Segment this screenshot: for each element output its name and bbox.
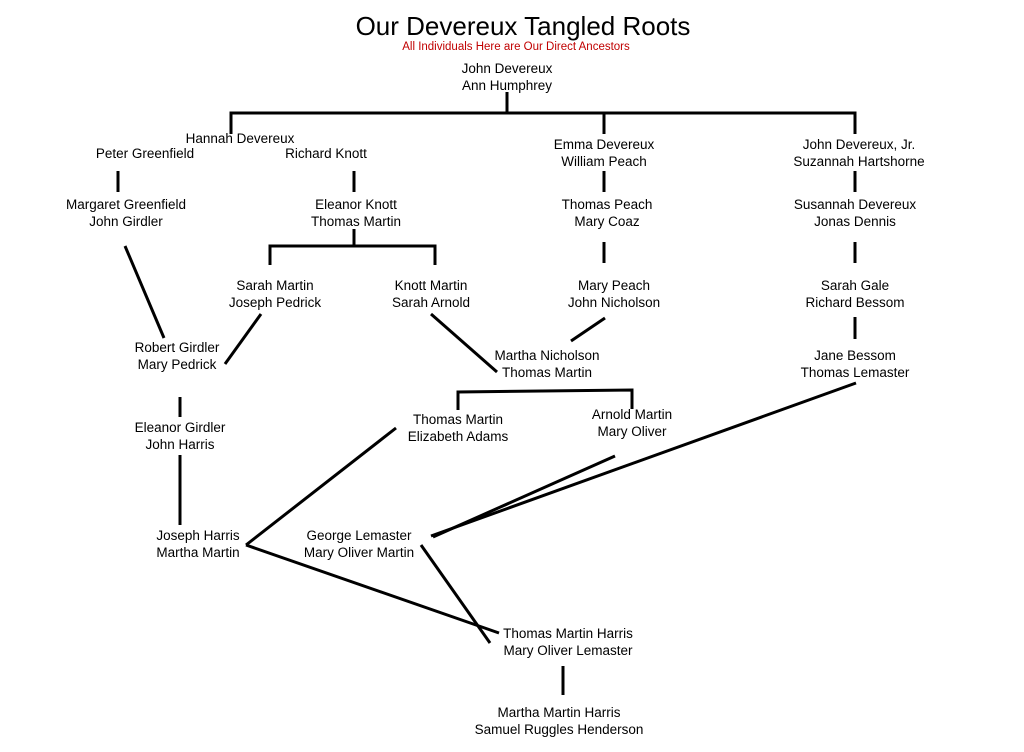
spouse-name: Mary Oliver Lemaster <box>503 643 633 658</box>
spouse-name: Elizabeth Adams <box>407 429 509 444</box>
person-name: Knott Martin <box>394 278 468 293</box>
spouse-name: William Peach <box>561 154 647 169</box>
spouse-name: Mary Oliver Martin <box>303 545 415 560</box>
person-name: Mary Peach <box>577 278 651 293</box>
connector-line <box>123 245 166 339</box>
person-name: Sarah Gale <box>820 278 890 293</box>
spouse-name: Joseph Pedrick <box>228 295 322 310</box>
person-name: Richard Knott <box>285 146 367 161</box>
spouse-name: Mary Oliver <box>597 424 667 439</box>
couple-george-lemaster[interactable]: George Lemaster Mary Oliver Martin <box>304 527 414 561</box>
person-name: Thomas Peach <box>561 197 653 212</box>
connector-bracket <box>268 244 437 265</box>
couple-sarah-gale[interactable]: Sarah Gale Richard Bessom <box>805 277 904 311</box>
person-hannah-devereux[interactable]: Hannah Devereux <box>186 130 295 147</box>
couple-john-devereux-jr[interactable]: John Devereux, Jr. Suzannah Hartshorne <box>793 136 924 170</box>
couple-knott-martin[interactable]: Knott Martin Sarah Arnold <box>392 277 470 311</box>
spouse-name: Ann Humphrey <box>461 78 553 93</box>
connector-line <box>245 543 500 635</box>
person-richard-knott[interactable]: Richard Knott <box>285 145 367 162</box>
person-name: Martha Martin Harris <box>497 705 621 720</box>
person-name: Hannah Devereux <box>185 131 295 146</box>
connector-line <box>430 312 498 374</box>
person-name: John Devereux, Jr. <box>802 137 916 152</box>
person-name: Jane Bessom <box>814 348 896 363</box>
connector-bracket <box>229 111 857 134</box>
person-name: Emma Devereux <box>553 137 655 152</box>
person-name: Joseph Harris <box>156 528 240 543</box>
connector-line <box>430 381 857 538</box>
person-name: Eleanor Girdler <box>134 420 226 435</box>
page-subtitle: All Individuals Here are Our Direct Ance… <box>402 41 630 53</box>
person-name: Robert Girdler <box>134 340 220 355</box>
person-name: George Lemaster <box>306 528 412 543</box>
spouse-name: Thomas Lemaster <box>800 365 910 380</box>
couple-eleanor-knott[interactable]: Eleanor Knott Thomas Martin <box>311 196 401 230</box>
couple-sarah-martin[interactable]: Sarah Martin Joseph Pedrick <box>229 277 321 311</box>
couple-john-devereux[interactable]: John Devereux Ann Humphrey <box>462 60 553 94</box>
spouse-name: John Girdler <box>89 214 163 229</box>
person-name: Eleanor Knott <box>315 197 397 212</box>
spouse-name: Thomas Martin <box>501 365 593 380</box>
spouse-name: Mary Coaz <box>574 214 640 229</box>
person-name: Peter Greenfield <box>95 146 195 161</box>
spouse-name: John Harris <box>145 437 215 452</box>
couple-margaret-greenfield[interactable]: Margaret Greenfield John Girdler <box>66 196 186 230</box>
couple-emma-devereux[interactable]: Emma Devereux William Peach <box>554 136 655 170</box>
person-name: John Devereux <box>461 61 553 76</box>
page-title: Our Devereux Tangled Roots <box>355 11 691 41</box>
couple-joseph-harris[interactable]: Joseph Harris Martha Martin <box>156 527 239 561</box>
spouse-name: John Nicholson <box>567 295 661 310</box>
spouse-name: Sarah Arnold <box>391 295 471 310</box>
couple-arnold-martin[interactable]: Arnold Martin Mary Oliver <box>592 406 672 440</box>
couple-eleanor-girdler[interactable]: Eleanor Girdler John Harris <box>135 419 226 453</box>
person-name: Susannah Devereux <box>793 197 917 212</box>
couple-susannah-devereux[interactable]: Susannah Devereux Jonas Dennis <box>794 196 916 230</box>
spouse-name: Suzannah Hartshorne <box>793 154 925 169</box>
spouse-name: Richard Bessom <box>805 295 905 310</box>
couple-martha-martin-harris[interactable]: Martha Martin Harris Samuel Ruggles Hend… <box>475 704 644 738</box>
spouse-name: Martha Martin <box>156 545 240 560</box>
couple-thomas-martin[interactable]: Thomas Martin Elizabeth Adams <box>408 411 509 445</box>
couple-robert-girdler[interactable]: Robert Girdler Mary Pedrick <box>135 339 220 373</box>
couple-thomas-peach[interactable]: Thomas Peach Mary Coaz <box>562 196 653 230</box>
person-name: Thomas Martin Harris <box>503 626 633 641</box>
couple-thomas-martin-harris[interactable]: Thomas Martin Harris Mary Oliver Lemaste… <box>503 625 633 659</box>
couple-jane-bessom[interactable]: Jane Bessom Thomas Lemaster <box>801 347 910 381</box>
person-name: Thomas Martin <box>412 412 504 427</box>
person-name: Margaret Greenfield <box>65 197 187 212</box>
spouse-name: Thomas Martin <box>310 214 402 229</box>
spouse-name: Samuel Ruggles Henderson <box>474 722 644 737</box>
couple-martha-nicholson[interactable]: Martha Nicholson Thomas Martin <box>494 347 599 381</box>
connector-line <box>570 316 606 343</box>
person-peter-greenfield[interactable]: Peter Greenfield <box>96 145 194 162</box>
spouse-name: Jonas Dennis <box>814 214 896 229</box>
spouse-name: Mary Pedrick <box>137 357 217 372</box>
couple-mary-peach[interactable]: Mary Peach John Nicholson <box>568 277 660 311</box>
person-name: Sarah Martin <box>236 278 314 293</box>
connector-line <box>245 426 397 547</box>
connector-line <box>223 313 263 365</box>
person-name: Arnold Martin <box>591 407 673 422</box>
connector-line <box>419 544 492 644</box>
connector-bracket <box>456 388 634 410</box>
person-name: Martha Nicholson <box>494 348 600 363</box>
